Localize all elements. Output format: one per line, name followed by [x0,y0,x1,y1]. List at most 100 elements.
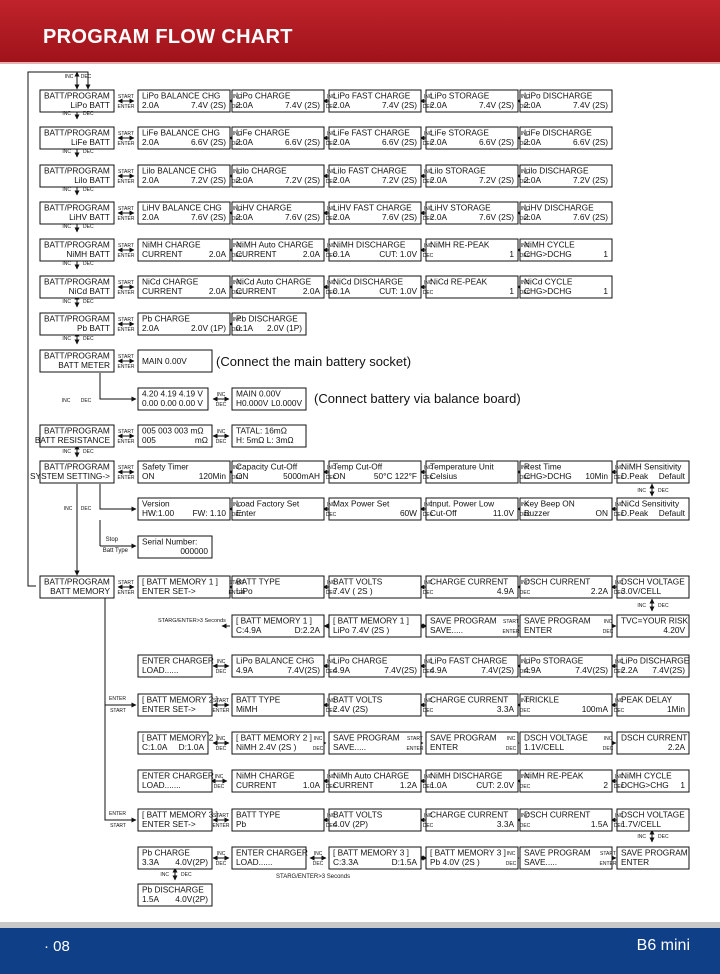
screen-text: 2.0A [142,100,160,110]
screen-text: 2.0A [524,137,542,147]
menu-text: BATT MEMORY [50,586,110,596]
screen-text: LiPo BALANCE CHG [236,655,314,665]
screen-text: ON [333,471,345,481]
screen-lipo-5 [519,89,613,113]
screen-text: CURRENT [142,249,183,259]
nav-label: INC [160,872,169,878]
nav-label: ENTER [118,141,135,147]
nav-label: INC [217,659,226,665]
screen-text: LiPo CHARGE [333,655,388,665]
nav-label: INC [615,659,624,665]
nav-label: DEC [326,141,337,147]
nav-label: DEC [520,290,531,296]
screen-text: 1.5A [591,819,609,829]
nav-label: START [118,206,134,212]
screen-mem5-6 [616,731,690,755]
screen-text: ENTER SET-> [142,586,196,596]
screen-text: LiPo 7.4V (2S ) [333,625,390,635]
screen-mem5-2 [231,731,325,755]
nav-label: DEC [83,449,94,455]
nav-label: START [213,813,229,819]
screen-lipo-1 [137,89,231,113]
screen-text: H0.000V [236,398,269,408]
screen-text: 0.1A [236,323,254,333]
screen-text: CURRENT [236,249,277,259]
screen-mem2-5 [616,614,690,638]
screen-text: ENTER [524,625,552,635]
screen-text: MAIN 0.00V [142,356,187,366]
menu-text: Pb BATT [77,323,110,333]
nav-label: DEC [520,179,531,185]
nav-label: INC [424,813,433,819]
menu-lihv [39,201,115,225]
screen-mem2-4 [519,614,613,638]
screen-mem1-5 [519,575,613,599]
nav-label: DEC [313,746,324,752]
screen-text: 0.1A [333,249,351,259]
nav-label: DEC [423,823,434,829]
screen-text: 5000mAH [283,471,320,481]
screen-text: LiFe BALANCE CHG [142,127,220,137]
screen-text: 4.9A [497,586,515,596]
screen-text: 2.0A [236,137,254,147]
screen-mem6-3 [328,769,422,793]
screen-text: 2.0A [142,137,160,147]
nav-label: DEC [423,708,434,714]
screen-system-2 [231,460,325,484]
screen-mem7-4 [425,808,519,832]
screen-text: CURRENT [333,780,374,790]
nav-label: DEC [214,784,225,790]
screen-text: 4.0V (2P) [333,819,368,829]
screen-text: 7.6V (2S) [191,212,226,222]
screen-text: 2.0V (1P) [267,323,302,333]
screen-text: D.Peak [621,471,649,481]
screen-text: NiMH 2.4V (2S ) [236,742,297,752]
nav-label: ENTER [118,439,135,445]
menu-system [39,460,115,484]
nav-label: DEC [520,669,531,675]
screen-text: 000000 [180,546,208,556]
screen-text: FW: 1.10 [192,508,226,518]
menu-text: LiFe BATT [71,137,110,147]
nav-label: DEC [326,290,337,296]
screen-mem8-3 [328,846,422,870]
nav-label: INC [233,317,242,323]
nav-label: ENTER [109,811,126,817]
screen-text: 7.6V (2S) [573,212,608,222]
screen-system-4 [425,460,519,484]
screen-text: TATAL: 16mΩ [236,425,287,435]
nav-label: START [213,698,229,704]
nav-label: INC [327,169,336,175]
screen-text: HW:1.00 [142,508,175,518]
screen-text: LiHV BALANCE CHG [142,202,222,212]
nav-label: START [110,823,126,829]
screen-mem6-4 [425,769,519,793]
menu-text: BATT/PROGRAM [44,313,110,323]
nav-label: DEC [423,141,434,147]
screen-text: 2 [603,780,608,790]
nav-label: DEC [326,823,337,829]
screen-nimh-3 [328,238,422,262]
screen-text: NiMH CYCLE [621,770,672,780]
screen-text: D:1.0A [179,742,205,752]
screen-mem4-3 [328,693,422,717]
screen-life-3 [328,126,422,150]
screen-text: 1.7V/CELL [621,819,662,829]
screen-mem1-4 [425,575,519,599]
nav-label: START [118,94,134,100]
screen-text: LiHV DISCHARGE [524,202,594,212]
screen-lipo-2 [231,89,325,113]
nav-label: DEC [216,746,227,752]
screen-text: 3.3A [497,704,515,714]
screen-text: 2.2A [591,586,609,596]
screen-text: Default [659,508,686,518]
flow-line [27,71,91,587]
screen-text: NiMH CYCLE [524,239,575,249]
nav-label: DEC [658,603,669,609]
screen-text: 2.0A [236,175,254,185]
menu-text: BATT/PROGRAM [44,576,110,586]
screen-mem7-6 [616,808,690,832]
screen-text: 7.2V (2S) [382,175,417,185]
nav-label: DEC [232,512,243,518]
nav-label: ENTER [118,590,135,596]
